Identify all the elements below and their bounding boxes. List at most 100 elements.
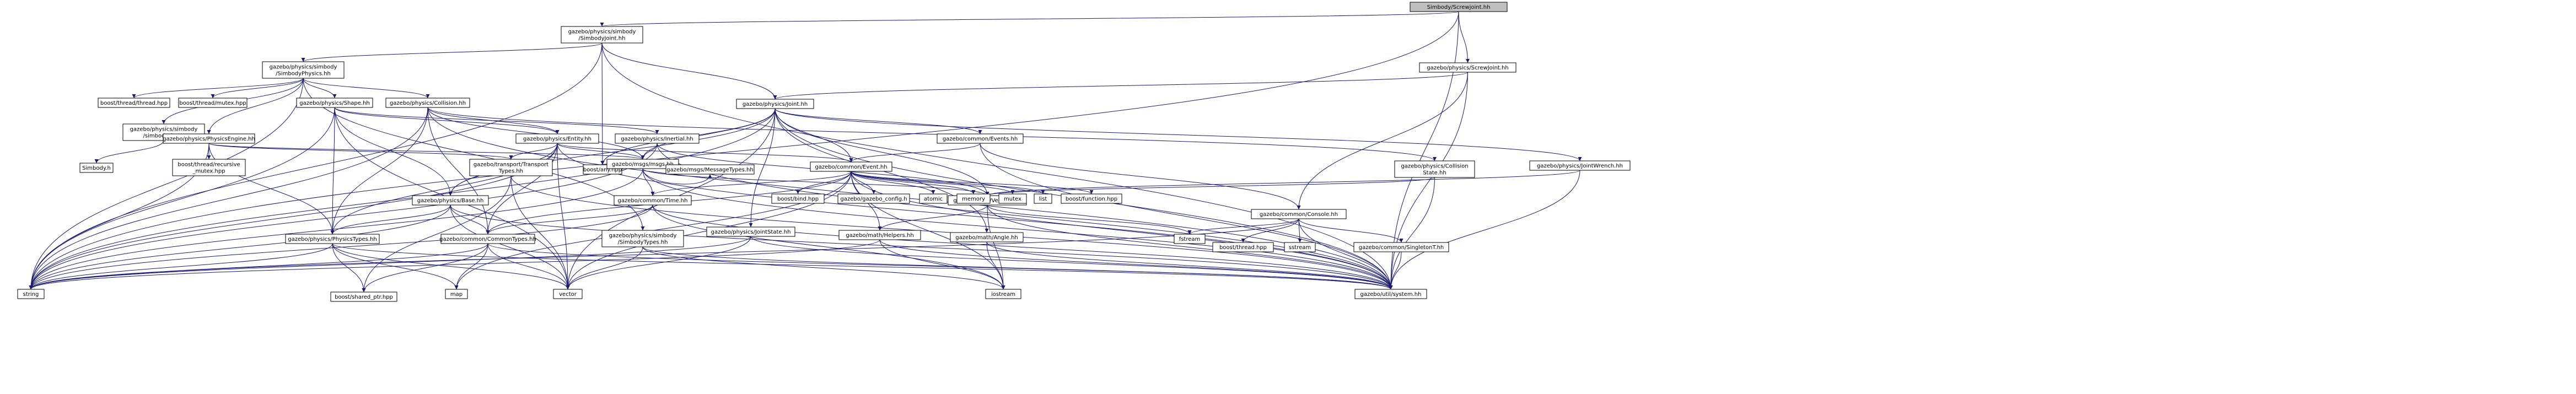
node-root[interactable]: Simbody/Screwjoint.hh [1410, 2, 1508, 12]
include-edge-physics_engine-to-physics_types [208, 143, 335, 235]
include-edge-screwjoint-to-console [1297, 72, 1468, 210]
node-box [1061, 193, 1122, 204]
node-inertial[interactable]: gazebo/physics/Inertial.hh [615, 133, 700, 144]
node-singleton[interactable]: gazebo/common/SingletonT.hh [1353, 242, 1449, 252]
node-box [296, 98, 373, 108]
node-map: map [445, 289, 468, 299]
node-box [163, 133, 255, 144]
node-simbody-joint[interactable]: gazebo/physics/simbody/SimbodyJoint.hh [561, 26, 643, 44]
include-edge-entity-to-vector [557, 143, 570, 290]
include-edge-console-to-boost_thread [1241, 218, 1299, 243]
node-label: gazebo/common/CommonTypes.hh [439, 236, 536, 242]
node-shared-ptr: boost/shared_ptr.hpp [330, 292, 397, 302]
include-edge-console-to-string [29, 218, 1299, 290]
node-label: gazebo/physics/JointState.hh [711, 229, 791, 235]
node-mutex: mutex [998, 193, 1027, 204]
include-edge-vector3-to-math_helpers [878, 204, 988, 231]
node-box [515, 133, 599, 144]
node-base[interactable]: gazebo/physics/Base.hh [412, 195, 489, 206]
node-events[interactable]: gazebo/common/Events.hh [937, 133, 1024, 144]
node-label: gazebo/physics/simbody [609, 233, 677, 239]
node-box [810, 161, 892, 172]
include-edge-msgs-to-string [29, 168, 643, 290]
include-edge-msgs-to-message_types [642, 168, 712, 185]
include-edge-math_helpers-to-gazebo_util [879, 239, 1393, 290]
include-edge-simbody_physics-to-string [29, 78, 304, 290]
node-label: fstream [1179, 236, 1201, 242]
node-box [1212, 242, 1274, 252]
include-edge-simbody_physics-to-boost_thread_mutex [211, 78, 304, 99]
include-edge-shape-to-string [29, 107, 335, 290]
include-edge-event-to-boost_function [851, 171, 1094, 195]
node-label: gazebo/physics/Inertial.hh [621, 136, 693, 142]
include-edge-event-to-atomic [851, 171, 935, 195]
node-label: boost/thread/thread.hpp [100, 100, 168, 106]
node-label: gazebo/transport/Transport [474, 162, 548, 168]
node-box [172, 159, 246, 176]
node-physics-engine[interactable]: gazebo/physics/PhysicsEngine.hh [163, 133, 255, 144]
node-label: gazebo/physics/simbody [270, 64, 337, 71]
node-joint-state[interactable]: gazebo/physics/JointState.hh [706, 226, 795, 237]
node-gazebo-config: gazebo/gazebo_config.h [837, 193, 910, 204]
node-math-helpers[interactable]: gazebo/math/Helpers.hh [838, 230, 921, 240]
node-box [601, 230, 684, 247]
include-edge-event-to-list [851, 171, 1045, 195]
node-simbody-physics[interactable]: gazebo/physics/simbody/SimbodyPhysics.hh [262, 61, 345, 79]
include-edge-console-to-singleton [1298, 218, 1403, 243]
node-physics-types[interactable]: gazebo/physics/PhysicsTypes.hh [285, 234, 380, 244]
node-string: string [17, 289, 45, 299]
node-screwjoint[interactable]: gazebo/physics/ScrewJoint.hh [1419, 62, 1516, 73]
node-memory: memory [956, 193, 991, 204]
include-edge-collision-to-physics_types [330, 107, 428, 235]
node-shape[interactable]: gazebo/physics/Shape.hh [296, 98, 373, 108]
node-joint-wrench[interactable]: gazebo/physics/JointWrench.hh [1529, 160, 1631, 171]
node-simbody-types[interactable]: gazebo/physics/simbody/SimbodyTypes.hh [601, 230, 684, 247]
node-msgs[interactable]: gazebo/msgs/msgs.hh [606, 159, 679, 169]
include-edge-base-to-string [29, 204, 451, 290]
include-edge-base-to-vector [450, 204, 570, 290]
include-edge-joint-to-events [775, 108, 982, 134]
include-edge-common_types-to-string [29, 243, 488, 290]
include-edge-base-to-gazebo_util [450, 204, 1393, 290]
include-edge-joint-to-msgs [641, 108, 776, 160]
include-edge-collision_state-to-gazebo_util [1389, 177, 1435, 290]
include-edge-simbody_joint-to-boost_any [600, 42, 605, 165]
include-edge-inertial-to-msgs [641, 143, 658, 160]
include-edge-simbody_types-to-iostream [642, 246, 1005, 290]
node-boost-function: boost/function.hpp [1061, 193, 1122, 204]
include-edge-math_helpers-to-iostream [879, 239, 1005, 290]
node-console[interactable]: gazebo/common/Console.hh [1251, 209, 1347, 219]
node-box [665, 164, 755, 175]
node-collision[interactable]: gazebo/physics/Collision.hh [385, 98, 470, 108]
include-edge-common_time-to-common_types [486, 204, 653, 235]
node-box [79, 163, 114, 173]
include-edge-shape-to-base [334, 107, 453, 196]
node-label: list [1039, 196, 1047, 202]
include-edge-event-to-memory [851, 171, 976, 195]
node-boost-thread-mutex: boost/thread/mutex.hpp [178, 98, 248, 108]
node-label: sstream [1289, 245, 1311, 251]
node-common-types[interactable]: gazebo/common/CommonTypes.hh [439, 234, 536, 244]
node-math-angle[interactable]: gazebo/math/Angle.hh [950, 232, 1024, 242]
include-edge-joint_state-to-gazebo_util [750, 236, 1393, 290]
node-box [838, 230, 921, 240]
node-label: State.hh [1423, 170, 1446, 176]
include-edge-entity-to-transport_types [509, 143, 558, 160]
node-joint[interactable]: gazebo/physics/Joint.hh [736, 99, 814, 109]
node-box [262, 61, 345, 79]
include-edge-transport_types-to-vector [510, 175, 570, 290]
include-edge-simbody_joint-to-joint [601, 42, 777, 100]
include-edge-msgs-to-gazebo_util [642, 168, 1393, 290]
node-label: gazebo/util/system.hh [1360, 292, 1422, 298]
node-event[interactable]: gazebo/common/Event.hh [810, 161, 892, 172]
node-box [1353, 242, 1449, 252]
node-common-time[interactable]: gazebo/common/Time.hh [614, 195, 692, 206]
include-edge-math_angle-to-iostream [986, 241, 1005, 290]
node-box [178, 98, 248, 108]
node-entity[interactable]: gazebo/physics/Entity.hh [515, 133, 599, 144]
include-edge-vector3-to-gazebo_util [987, 204, 1393, 290]
node-box [412, 195, 489, 206]
node-label: /SimbodyPhysics.hh [276, 71, 331, 77]
